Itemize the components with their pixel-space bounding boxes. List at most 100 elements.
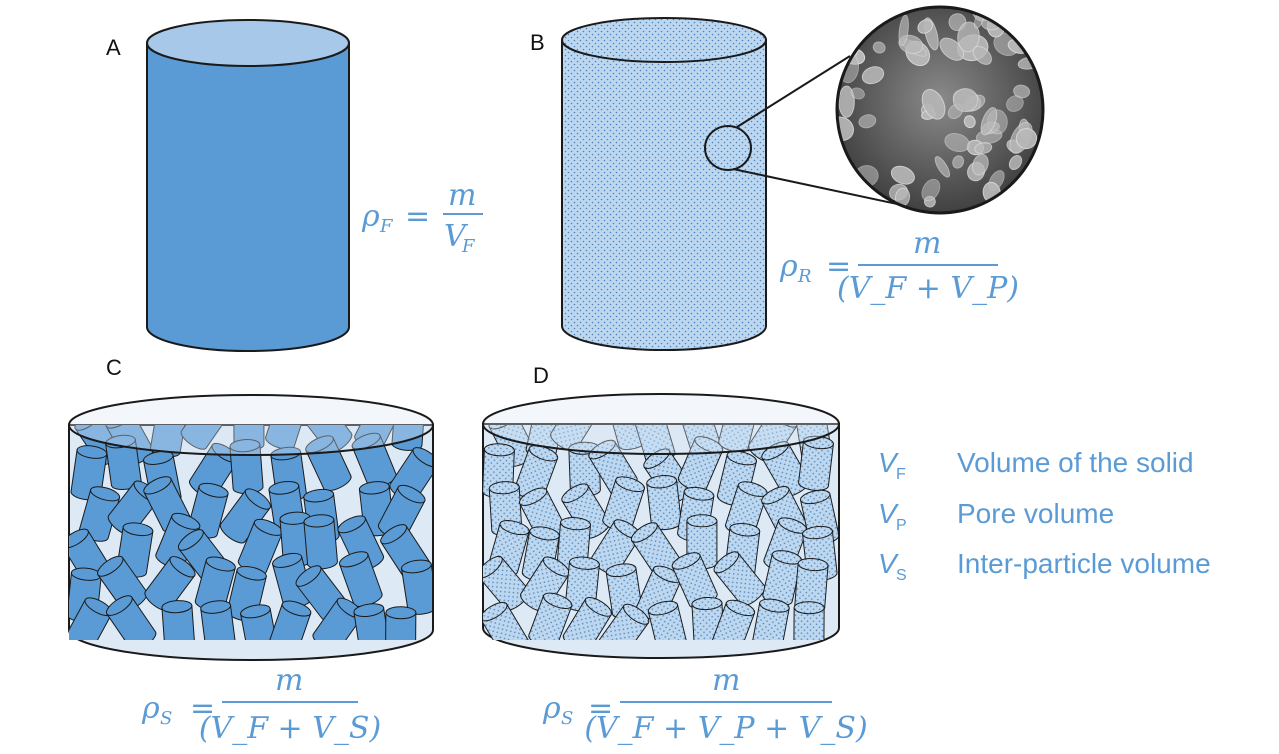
sem-grain	[837, 116, 854, 142]
solid-cylinder-top	[146, 19, 350, 67]
svg-text:F: F	[896, 466, 906, 483]
svg-text:V: V	[878, 548, 899, 579]
sem-grain	[1043, 140, 1074, 171]
svg-text:(V_F + V_P + V_S): (V_F + V_P + V_S)	[584, 711, 867, 746]
particle	[483, 601, 529, 640]
sem-grain	[850, 87, 865, 100]
legend-item-vp: V P Pore volume	[878, 498, 1114, 534]
sem-grain	[917, 19, 933, 34]
sem-grain	[1006, 95, 1024, 112]
sem-grain	[872, 41, 886, 54]
svg-text:m: m	[913, 226, 941, 261]
sem-grain	[861, 66, 885, 85]
sem-grain	[957, 21, 980, 53]
svg-text:R: R	[797, 266, 812, 287]
porous-cylinder-body	[561, 39, 767, 351]
particle	[793, 601, 825, 640]
particle	[240, 604, 279, 640]
svg-text:F: F	[461, 236, 476, 257]
svg-text:=: =	[588, 691, 613, 726]
particle	[268, 600, 312, 640]
particle	[762, 550, 803, 606]
sem-grain	[939, 37, 965, 61]
panel-a: A ρ F = m V F	[106, 19, 483, 352]
svg-text:m: m	[448, 178, 476, 213]
sem-grain	[934, 156, 951, 178]
particle	[751, 598, 790, 640]
particle	[106, 595, 157, 640]
svg-text:ρ: ρ	[542, 691, 561, 726]
container-d-rim	[482, 393, 840, 455]
particle	[711, 599, 756, 640]
particle	[671, 552, 718, 608]
zoom-line-top	[736, 55, 851, 128]
particle	[219, 488, 271, 544]
svg-text:ρ: ρ	[141, 691, 160, 726]
sem-grain	[856, 9, 873, 24]
panel-letter-a: A	[106, 35, 121, 60]
sem-grain	[898, 14, 909, 46]
container-c-rim	[68, 394, 434, 456]
svg-text:(V_F + V_S): (V_F + V_S)	[199, 711, 381, 746]
particles-c	[69, 425, 432, 640]
legend-item-vf: V F Volume of the solid	[878, 447, 1194, 483]
svg-text:V: V	[444, 219, 469, 254]
sem-grain	[1008, 155, 1023, 170]
svg-text:S: S	[896, 567, 907, 584]
particles-d	[483, 425, 838, 640]
formula-c: ρ S = m (V_F + V_S)	[141, 663, 381, 746]
legend-item-vs: V S Inter-particle volume	[878, 548, 1211, 584]
sem-grain	[952, 155, 964, 169]
svg-text:=: =	[405, 199, 430, 234]
magnify-circle	[704, 125, 752, 171]
sem-grain	[980, 107, 998, 136]
svg-text:=: =	[826, 249, 851, 284]
svg-text:m: m	[275, 663, 303, 698]
panel-d: D ρ S = m (V_F + V_P + V_S)	[482, 363, 868, 746]
particle	[528, 592, 573, 640]
particle	[180, 425, 231, 450]
svg-text:Inter-particle volume: Inter-particle volume	[957, 548, 1211, 579]
particle	[200, 600, 237, 640]
legend: V F Volume of the solid V P Pore volume …	[878, 447, 1211, 584]
panel-letter-d: D	[533, 363, 549, 388]
particle	[598, 603, 650, 640]
panel-b: B ρ R = m (V_F + V_P)	[530, 5, 1074, 351]
sem-grain	[963, 115, 976, 129]
particle	[194, 556, 236, 613]
panel-letter-c: C	[106, 355, 122, 380]
svg-text:V: V	[878, 447, 899, 478]
svg-text:m: m	[712, 663, 740, 698]
svg-text:P: P	[896, 517, 907, 534]
formula-a: ρ F = m V F	[361, 178, 483, 257]
particle	[353, 603, 391, 640]
panel-c: C ρ S = m (V_F + V_S)	[68, 355, 434, 746]
particle	[303, 514, 338, 570]
panel-letter-b: B	[530, 30, 545, 55]
svg-text:S: S	[561, 708, 573, 729]
sem-grain	[972, 153, 989, 176]
sem-grain	[921, 178, 941, 202]
particle	[400, 559, 432, 615]
particle	[385, 606, 417, 640]
svg-text:F: F	[379, 216, 394, 237]
sem-grain	[974, 142, 993, 154]
sem-grain	[952, 88, 979, 113]
svg-text:ρ: ρ	[361, 199, 380, 234]
svg-text:Pore volume: Pore volume	[957, 498, 1114, 529]
sem-grain	[1013, 84, 1031, 99]
particle	[265, 425, 308, 450]
svg-text:(V_F + V_P): (V_F + V_P)	[837, 271, 1019, 306]
svg-text:V: V	[878, 498, 899, 529]
sem-grain	[890, 165, 915, 185]
particle	[602, 476, 645, 533]
formula-b: ρ R = m (V_F + V_P)	[779, 226, 1019, 306]
particle	[798, 435, 834, 491]
svg-text:ρ: ρ	[779, 249, 798, 284]
particle	[161, 600, 196, 640]
sem-grain	[1015, 128, 1038, 150]
sem-grain	[972, 45, 992, 65]
porous-cylinder-top	[561, 17, 767, 63]
svg-text:S: S	[160, 708, 172, 729]
